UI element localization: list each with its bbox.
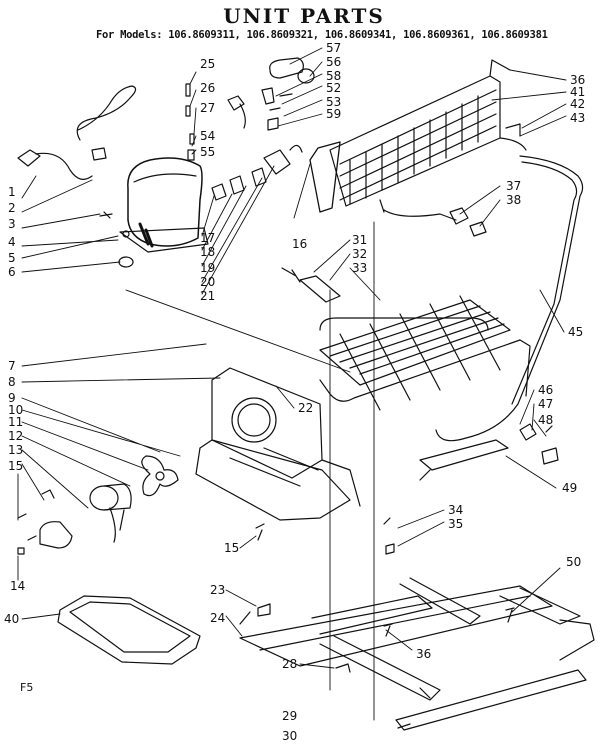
fan-motor	[17, 483, 132, 555]
fan-shroud	[195, 367, 361, 521]
callout-24: 24	[210, 611, 226, 625]
callout-14: 14	[10, 579, 26, 593]
callout-21: 21	[200, 289, 216, 303]
callout-16: 16	[292, 237, 308, 251]
callout-37: 37	[506, 179, 522, 193]
drain-pan	[57, 595, 201, 665]
callout-43: 43	[570, 111, 586, 125]
callout-41: 41	[570, 85, 586, 99]
callout-1: 1	[8, 185, 16, 199]
callout-42: 42	[570, 97, 586, 111]
callout-49: 49	[562, 481, 578, 495]
callout-36-bottom: 36	[416, 647, 432, 661]
diagram-title: UNIT PARTS	[223, 4, 385, 28]
callout-25: 25	[200, 57, 216, 71]
callout-34: 34	[448, 503, 464, 517]
callout-6: 6	[8, 265, 16, 279]
figure-code: F5	[20, 681, 34, 694]
callout-10: 10	[8, 403, 24, 417]
callout-38: 38	[506, 193, 522, 207]
callout-48: 48	[538, 413, 554, 427]
relay-parts	[185, 83, 303, 201]
callout-58: 58	[326, 69, 342, 83]
callout-12: 12	[8, 429, 24, 443]
base-rail	[419, 439, 509, 481]
callout-22: 22	[298, 401, 314, 415]
callout-2: 2	[8, 201, 16, 215]
fan-blade	[141, 455, 179, 497]
callout-31: 31	[352, 233, 368, 247]
callout-17: 17	[200, 231, 216, 245]
callout-3: 3	[8, 217, 16, 231]
callout-33: 33	[352, 261, 368, 275]
callout-29: 29	[282, 709, 298, 723]
callout-50: 50	[566, 555, 582, 569]
callout-5: 5	[8, 251, 16, 265]
compressor	[119, 157, 209, 253]
callout-32: 32	[352, 247, 368, 261]
callout-9: 9	[8, 391, 16, 405]
callout-4: 4	[8, 235, 16, 249]
model-list: For Models: 106.8609311, 106.8609321, 10…	[96, 29, 548, 41]
callout-55: 55	[200, 145, 216, 159]
callout-20: 20	[200, 275, 216, 289]
callout-54: 54	[200, 129, 216, 143]
leader-lines	[17, 47, 567, 721]
callout-26: 26	[200, 81, 216, 95]
callout-35: 35	[448, 517, 464, 531]
callout-15-left: 15	[8, 459, 24, 473]
power-cord	[17, 85, 137, 180]
callout-7: 7	[8, 359, 16, 373]
callout-15-center: 15	[224, 541, 240, 555]
callout-27: 27	[200, 101, 216, 115]
callout-28: 28	[282, 657, 298, 671]
callout-52: 52	[326, 81, 342, 95]
callout-18: 18	[200, 245, 216, 259]
capacitor	[261, 57, 315, 131]
capillary-tube	[435, 155, 584, 442]
callout-46: 46	[538, 383, 554, 397]
callout-40: 40	[4, 612, 20, 626]
callout-56: 56	[326, 55, 342, 69]
callout-57: 57	[326, 41, 342, 55]
callout-59: 59	[326, 107, 342, 121]
callout-13: 13	[8, 443, 24, 457]
evaporator	[281, 267, 521, 411]
callout-53: 53	[326, 95, 342, 109]
callout-23: 23	[210, 583, 226, 597]
callout-8: 8	[8, 375, 16, 389]
callout-19: 19	[200, 261, 216, 275]
callout-11: 11	[8, 415, 24, 429]
fasteners	[255, 423, 559, 729]
callout-45: 45	[568, 325, 584, 339]
callout-47: 47	[538, 397, 554, 411]
callout-36-top: 36	[570, 73, 586, 87]
condenser-coil	[309, 59, 527, 237]
callout-30: 30	[282, 729, 298, 743]
